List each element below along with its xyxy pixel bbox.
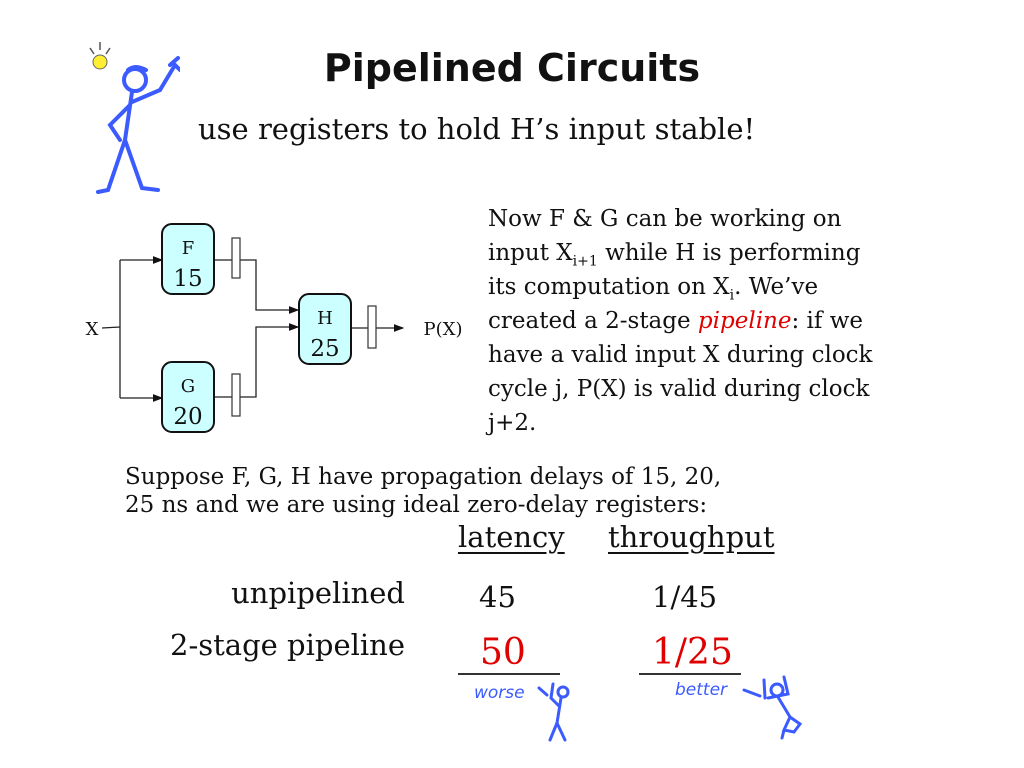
block-h (298, 293, 352, 365)
throughput-unpipelined: 1/45 (652, 580, 718, 614)
register (231, 237, 377, 417)
block-f-name: F (182, 238, 195, 259)
block-h-name: H (317, 308, 333, 329)
slide-title: Pipelined Circuits (323, 46, 701, 90)
stick-figure-happy-icon (742, 675, 803, 740)
text: while H is performing (597, 240, 861, 266)
para-line: have a valid input X during clock (488, 342, 873, 368)
stick-figure-sad-icon (537, 682, 570, 742)
note-better: better (675, 680, 728, 700)
subscript: i (729, 287, 735, 304)
pipeline-circuit-diagram: F 15 G 20 H 25 X P(X) (86, 223, 463, 433)
slide-subtitle: use registers to hold H’s input stable! (198, 112, 756, 146)
row-label-unpipelined: unpipelined (231, 576, 405, 610)
block-g-name: G (181, 376, 195, 397)
para-line: created a 2-stage pipeline: if we (488, 308, 863, 334)
row-label-pipeline: 2-stage pipeline (170, 628, 405, 662)
latency-unpipelined: 45 (479, 580, 516, 614)
text: created a 2-stage (488, 308, 698, 334)
throughput-pipeline: 1/25 (652, 632, 733, 673)
para-line: Now F & G can be working on (488, 206, 842, 232)
para-line: its computation on Xi. We’ve (488, 274, 818, 304)
text: input X (488, 240, 573, 266)
header-throughput: throughput (608, 520, 775, 554)
text: . We’ve (734, 274, 819, 300)
latency-pipeline: 50 (480, 632, 526, 673)
block-f-delay: 15 (173, 266, 202, 292)
block-g (161, 361, 215, 433)
block-f (161, 223, 215, 295)
note-worse: worse (474, 683, 525, 703)
blank-underline (458, 673, 560, 675)
text: : if we (791, 308, 864, 334)
suppose-line: Suppose F, G, H have propagation delays … (125, 464, 722, 490)
block-g-delay: 20 (173, 404, 202, 430)
header-latency: latency (458, 520, 565, 554)
output-label: P(X) (424, 319, 463, 340)
para-line: input Xi+1 while H is performing (488, 240, 860, 270)
pipeline-emphasis: pipeline (697, 308, 792, 334)
para-line: j+2. (488, 410, 537, 436)
suppose-line: 25 ns and we are using ideal zero-delay … (125, 492, 708, 518)
para-line: cycle j, P(X) is valid during clock (488, 376, 870, 402)
text: its computation on X (488, 274, 730, 300)
blank-underline (639, 673, 741, 675)
stick-figure-idea-icon (89, 42, 180, 194)
block-h-delay: 25 (310, 336, 339, 362)
input-label: X (86, 319, 99, 340)
subscript: i+1 (572, 253, 598, 270)
